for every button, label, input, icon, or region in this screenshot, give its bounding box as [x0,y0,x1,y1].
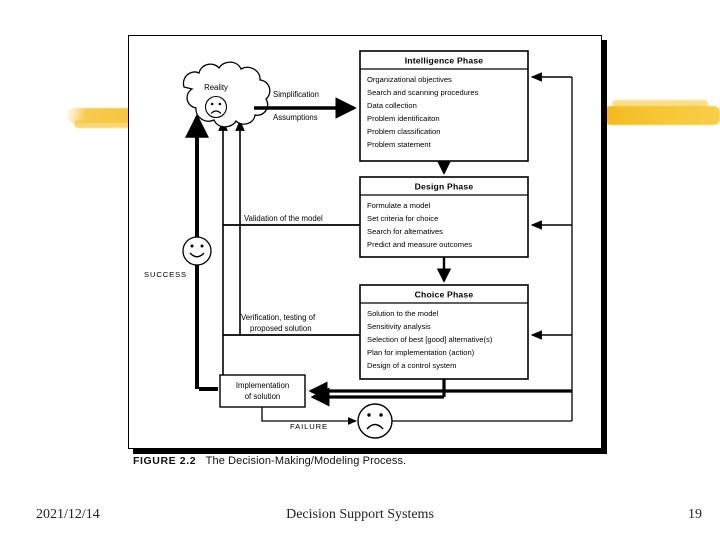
implementation-to-failure-arrow [261,407,358,425]
design-phase-item: Predict and measure outcomes [367,240,472,249]
design-phase-box: Design Phase Formulate a model Set crite… [359,176,529,258]
choice-phase-item: Selection of best [good] alternative(s) [367,335,493,344]
design-phase-item: Set criteria for choice [367,214,438,223]
implementation-label-line1: Implementation [236,381,289,390]
verification-label-line1: Verification, testing of [241,313,316,322]
choice-phase-item: Sensitivity analysis [367,322,431,331]
footer-page-number: 19 [688,507,702,522]
implementation-label-line2: of solution [245,392,281,401]
choice-phase-box: Choice Phase Solution to the model Sensi… [359,284,529,380]
footer-title: Decision Support Systems [286,507,434,522]
intelligence-phase-item: Organizational objectives [367,75,452,84]
success-label: SUCCESS [144,270,187,279]
footer-divider [0,497,720,498]
choice-phase-item: Solution to the model [367,309,439,318]
intelligence-phase-item: Data collection [367,101,417,110]
reality-cloud: Reality [182,61,271,128]
simplification-label: Simplification [273,90,319,99]
right-return-bus [392,72,573,422]
intelligence-phase-item: Problem statement [367,140,432,149]
choice-phase-item: Design of a control system [367,361,456,370]
verification-connector: Verification, testing of proposed soluti… [223,313,360,336]
design-phase-item: Formulate a model [367,201,431,210]
happy-face-icon [189,244,205,258]
intelligence-phase-title: Intelligence Phase [405,56,484,66]
intelligence-phase-box: Intelligence Phase Organizational object… [359,50,529,162]
design-phase-title: Design Phase [415,182,474,192]
assumptions-label: Assumptions [273,113,318,122]
intelligence-phase-item: Problem classification [367,127,440,136]
figure-caption-text: The Decision-Making/Modeling Process. [205,455,407,467]
intelligence-phase-item: Problem identificaiton [367,114,440,123]
reality-label: Reality [204,83,228,92]
sad-face-icon [366,413,384,430]
highlighter-mark-right [606,106,720,125]
choice-phase-title: Choice Phase [415,290,474,300]
success-indicator: SUCCESS [144,236,212,279]
validation-label: Validation of the model [244,214,323,223]
highlighter-mark-right-secondary [612,100,708,108]
figure-caption: FIGURE 2.2 The Decision-Making/Modeling … [133,455,406,467]
failure-label: FAILURE [290,422,328,431]
intelligence-phase-item: Search and scanning procedures [367,88,479,97]
implementation-box: Implementation of solution [219,374,306,408]
decision-making-process-diagram: Reality Simplification Assumptions Intel… [144,50,573,439]
figure-caption-label: FIGURE 2.2 [133,455,197,467]
footer-date: 2021/12/14 [36,507,100,522]
simplification-arrow: Simplification Assumptions [254,90,357,122]
validation-connector: Validation of the model [223,214,360,226]
verification-label-line2: proposed solution [250,324,312,333]
design-phase-item: Search for alternatives [367,227,443,236]
reality-sad-face-icon [204,95,228,119]
choice-phase-item: Plan for implementation (action) [367,348,475,357]
